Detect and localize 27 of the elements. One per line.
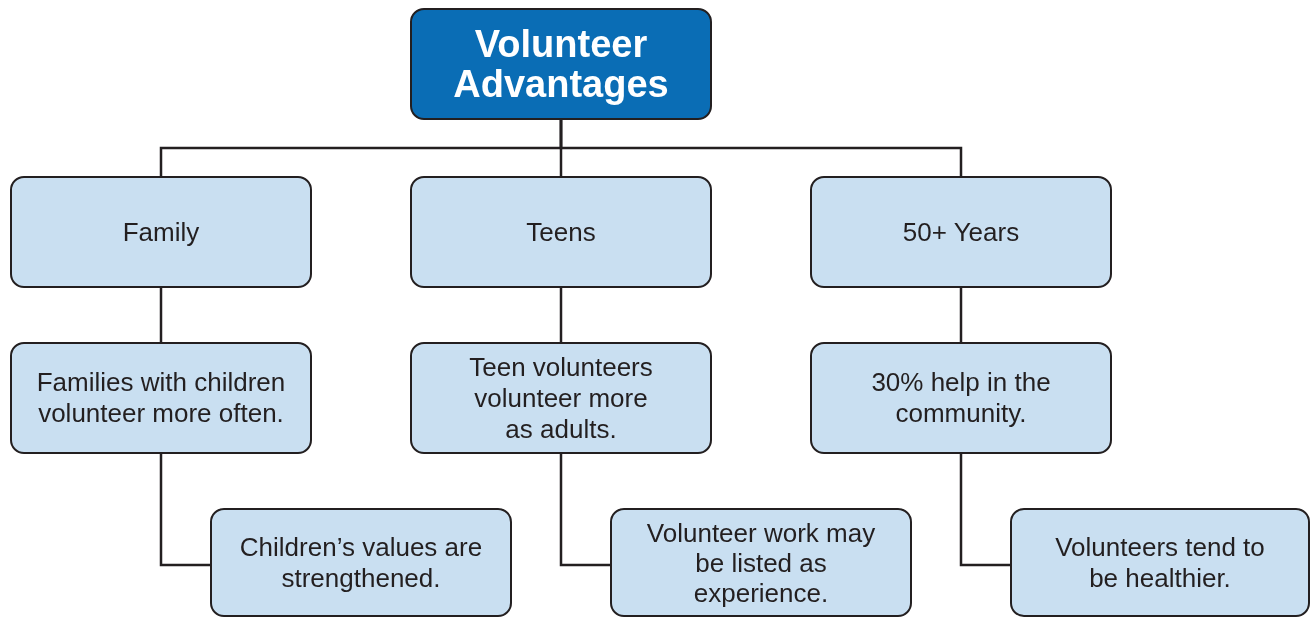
fact-box [210, 508, 512, 617]
connector-line [559, 288, 563, 342]
node-text: Volunteers tend to be healthier. [1054, 531, 1266, 594]
connector-line [559, 120, 963, 176]
connector-line [159, 288, 163, 342]
node-text: Children’s values are strengthened. [238, 531, 484, 594]
fact-box [610, 508, 912, 617]
category-box [10, 176, 312, 288]
connector-line [159, 454, 210, 567]
title-text: Volunteer Advantages [452, 24, 670, 104]
node-text: Volunteer work may be listed as experience. [645, 517, 877, 608]
node-text: Families with children volunteer more often. [35, 367, 287, 429]
node-text: Family [122, 216, 200, 248]
category-box [810, 176, 1112, 288]
node-text: 30% help in the community. [870, 367, 1052, 429]
fact-box [410, 342, 712, 454]
node-text: Teens [526, 216, 596, 248]
fact-box [1010, 508, 1310, 617]
category-box [410, 176, 712, 288]
node-text: 50+ Years [902, 216, 1020, 248]
connector-line [959, 454, 1010, 567]
title-box [410, 8, 712, 120]
connector-line [959, 288, 963, 342]
node-text: Teen volunteers volunteer more as adults. [468, 351, 654, 445]
fact-box [10, 342, 312, 454]
connector-line [559, 454, 610, 567]
fact-box [810, 342, 1112, 454]
